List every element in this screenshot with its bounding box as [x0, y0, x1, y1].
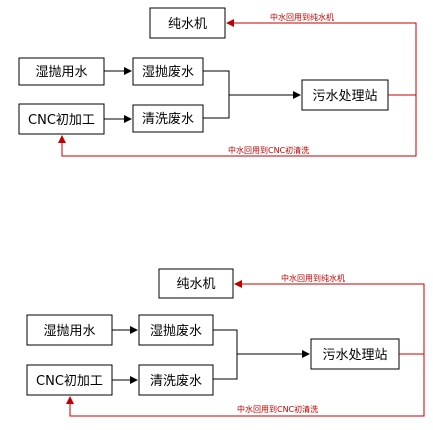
node-wet-polish-waste: 湿抛废水: [132, 57, 204, 86]
node-pure-water: 纯水机: [158, 268, 234, 299]
node-label: 湿抛用水: [43, 324, 95, 339]
node-treatment-station: 污水处理站: [310, 338, 400, 370]
node-wet-polish-water: 湿抛用水: [26, 314, 113, 346]
node-label: 湿抛用水: [35, 65, 87, 80]
recycle-arrow-pure: [234, 280, 425, 355]
node-cnc-machining: CNC初加工: [18, 103, 105, 135]
diagram-2: 纯水机 湿抛用水 CNC初加工 湿抛废水 清洗废水 污水处理站 中水回用到纯水机: [26, 268, 425, 417]
recycle-label-cnc: 中水回用到CNC初清洗: [237, 404, 318, 414]
node-label: 污水处理站: [322, 348, 387, 363]
recycle-arrow-cnc: [66, 354, 425, 417]
node-label: 清洗废水: [150, 373, 202, 389]
merge-connector: [203, 70, 230, 119]
node-label: CNC初加工: [28, 113, 95, 128]
node-label: 湿抛废水: [150, 323, 202, 339]
recycle-arrow-cnc: [58, 95, 417, 157]
recycle-label-pure: 中水回用到纯水机: [270, 12, 334, 22]
node-wet-polish-waste: 湿抛废水: [138, 314, 214, 346]
node-cleaning-waste: 清洗废水: [138, 364, 214, 396]
node-label: 纯水机: [168, 17, 207, 32]
node-wet-polish-water: 湿抛用水: [18, 57, 105, 86]
node-label: 纯水机: [176, 277, 215, 292]
node-label: 污水处理站: [312, 89, 377, 104]
node-treatment-station: 污水处理站: [301, 79, 389, 111]
recycle-label-pure: 中水回用到纯水机: [281, 273, 345, 283]
node-label: 清洗废水: [142, 111, 194, 127]
merge-connector: [213, 329, 238, 380]
node-label: CNC初加工: [36, 374, 103, 389]
node-label: 湿抛废水: [142, 64, 194, 80]
recycle-label-cnc: 中水回用到CNC初清洗: [228, 145, 309, 155]
node-cleaning-waste: 清洗废水: [132, 104, 204, 133]
node-pure-water: 纯水机: [149, 7, 226, 39]
diagram-1: 纯水机 湿抛用水 CNC初加工 湿抛废水 清洗废水 污水处理站 中水: [18, 7, 417, 157]
recycle-arrow-pure: [226, 19, 417, 96]
node-cnc-machining: CNC初加工: [26, 364, 113, 396]
